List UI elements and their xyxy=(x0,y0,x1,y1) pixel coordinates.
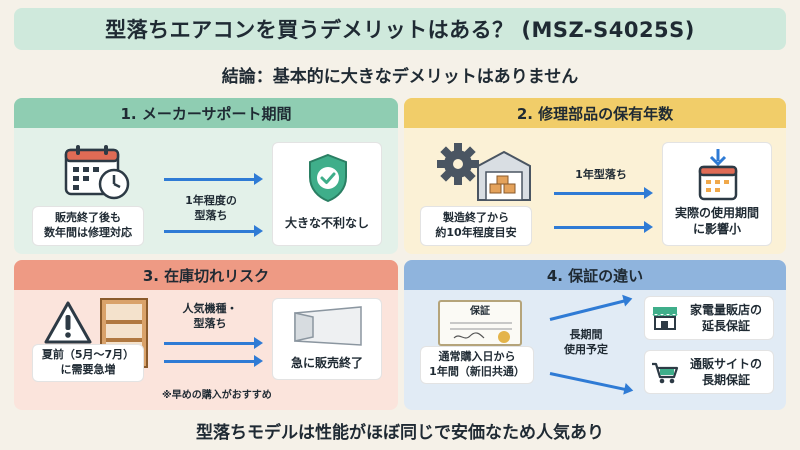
arrow-upper xyxy=(164,337,263,349)
panel-heading: 1. メーカーサポート期間 xyxy=(14,98,398,128)
page-title: 型落ちエアコンを買うデメリットはある？ (MSZ-S4025S) xyxy=(105,18,695,42)
panel-support-period: 1. メーカーサポート期間 販売終了後も 数年間は修理対応 1年程度の 型落ち xyxy=(14,98,398,254)
option-box-online: 通販サイトの 長期保証 xyxy=(644,350,774,394)
note: ※早めの購入がおすすめ xyxy=(162,390,272,401)
gear-factory-icon xyxy=(434,140,534,202)
right-caption: 大きな不利なし xyxy=(284,216,369,230)
panel-stock-risk: 3. 在庫切れリスク 夏前（5月〜7月） に需要急増 人気機種・ 型落ち 急に販… xyxy=(14,260,398,410)
option-box-store: 家電量販店の 延長保証 xyxy=(644,296,774,340)
shield-check-icon xyxy=(306,153,350,207)
calendar-clock-icon xyxy=(62,142,134,202)
certificate-text: 保証 xyxy=(470,306,490,317)
right-result-box: 大きな不利なし xyxy=(272,142,382,246)
arrow-upper xyxy=(554,187,653,199)
empty-shelf-panel-icon xyxy=(291,305,365,351)
right-caption: 急に販売終了 xyxy=(290,356,363,370)
option2-label: 通販サイトの 長期保証 xyxy=(689,357,762,388)
arrow-label: 1年型落ち xyxy=(575,168,627,181)
arrow-label: 1年程度の 型落ち xyxy=(185,194,237,222)
title-bar: 型落ちエアコンを買うデメリットはある？ (MSZ-S4025S) xyxy=(14,8,786,50)
warning-icon xyxy=(44,300,92,346)
arrow-lower xyxy=(164,225,263,237)
panel-heading: 3. 在庫切れリスク xyxy=(14,260,398,290)
arrow-lower xyxy=(554,221,653,233)
panel-parts-retention: 2. 修理部品の保有年数 製造終了から 約10年程度目安 1年型落ち xyxy=(404,98,786,254)
left-caption-box: 夏前（5月〜7月） に需要急増 xyxy=(32,344,144,382)
store-icon xyxy=(651,305,679,335)
certificate-icon: 保証 xyxy=(438,300,522,346)
arrow-upper xyxy=(549,299,627,321)
left-caption: 販売終了後も 数年間は修理対応 xyxy=(44,211,132,239)
left-caption-box: 販売終了後も 数年間は修理対応 xyxy=(32,206,144,246)
arrow-lower xyxy=(549,372,627,392)
arrow-lower xyxy=(164,355,263,367)
right-result-box: 急に販売終了 xyxy=(272,298,382,380)
arrow-label: 長期間 使用予定 xyxy=(564,328,608,356)
left-caption-box: 製造終了から 約10年程度目安 xyxy=(420,206,532,246)
bottom-summary: 型落ちモデルは性能がほぼ同じで安価なため人気あり xyxy=(196,423,604,443)
panel-heading: 4. 保証の違い xyxy=(404,260,786,290)
left-caption-box: 通常購入日から 1年間（新旧共通） xyxy=(420,346,534,384)
calendar-download-icon xyxy=(697,147,739,205)
right-caption: 実際の使用期間 に影響小 xyxy=(674,206,759,237)
conclusion: 結論：基本的に大きなデメリットはありません xyxy=(221,67,579,87)
left-caption: 製造終了から 約10年程度目安 xyxy=(435,211,517,239)
option1-label: 家電量販店の 延長保証 xyxy=(689,303,762,334)
panel-heading: 2. 修理部品の保有年数 xyxy=(404,98,786,128)
right-result-box: 実際の使用期間 に影響小 xyxy=(662,142,772,246)
shopping-cart-icon xyxy=(651,361,679,389)
panel-warranty: 4. 保証の違い 保証 通常購入日から 1年間（新旧共通） 長期間 使用予定 家… xyxy=(404,260,786,410)
left-caption: 夏前（5月〜7月） に需要急増 xyxy=(41,348,135,376)
left-caption: 通常購入日から 1年間（新旧共通） xyxy=(429,350,525,378)
arrow-label: 人気機種・ 型落ち xyxy=(182,302,238,330)
arrow-upper xyxy=(164,173,263,185)
